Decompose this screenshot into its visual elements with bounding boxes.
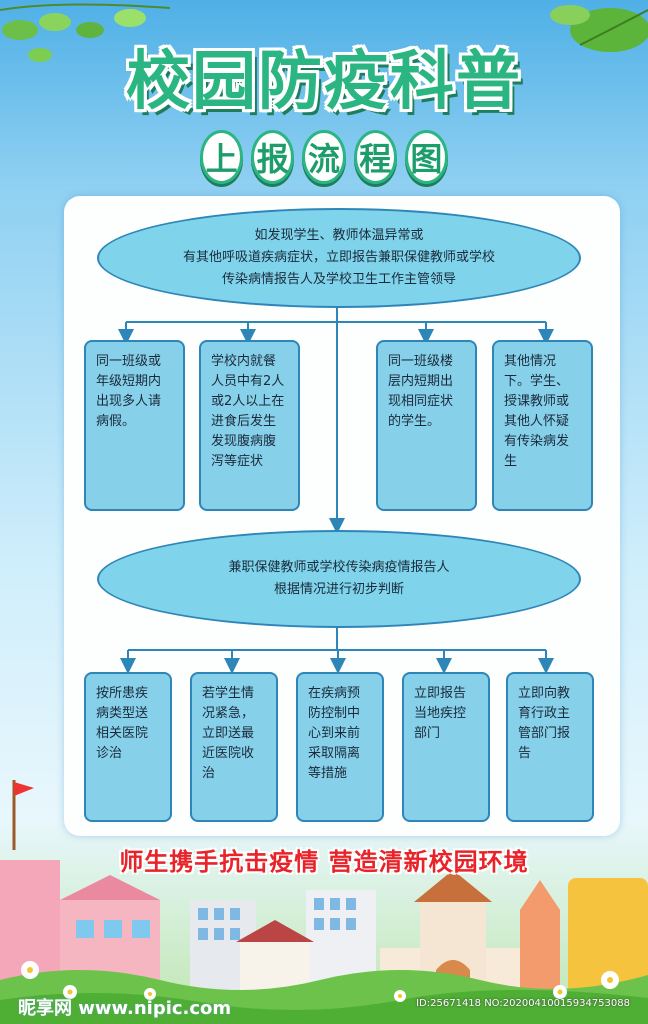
action-box: 立即向教育行政主管部门报告 <box>506 672 594 822</box>
poster-title: 校园防疫科普 <box>126 45 522 119</box>
subtitle-char: 上 <box>200 130 244 184</box>
action-box: 在疾病预防控制中心到来前采取隔离等措施 <box>296 672 384 822</box>
subtitle-char: 报 <box>251 130 295 184</box>
condition-box: 学校内就餐人员中有2人或2人以上在进食后发生发现腹病腹泻等症状 <box>199 340 300 511</box>
action-text: 立即向教育行政主管部门报告 <box>518 686 571 761</box>
condition-box: 同一班级楼层内短期出现相同症状的学生。 <box>376 340 477 511</box>
site-watermark: 昵享网 www.nipic.com <box>18 998 232 1019</box>
leaf-decoration-right-icon <box>550 5 648 52</box>
subtitle-char: 流 <box>302 130 346 184</box>
action-box: 立即报告当地疾控部门 <box>402 672 490 822</box>
subtitle-char: 程 <box>353 130 397 184</box>
condition-text: 学校内就餐人员中有2人或2人以上在进食后发生发现腹病腹泻等症状 <box>211 354 285 469</box>
condition-text: 同一班级楼层内短期出现相同症状的学生。 <box>388 354 454 429</box>
leaf-decoration-left-icon <box>0 3 171 62</box>
step-line: 如发现学生、教师体温异常或 <box>254 228 424 243</box>
flow-step-judgement: 兼职保健教师或学校传染病疫情报告人 根据情况进行初步判断 <box>97 530 581 628</box>
condition-text: 同一班级或年级短期内出现多人请病假。 <box>96 354 162 429</box>
condition-text: 其他情况下。学生、授课教师或其他人怀疑有传染病发生 <box>504 354 570 469</box>
condition-box: 其他情况下。学生、授课教师或其他人怀疑有传染病发生 <box>492 340 593 511</box>
step-line: 传染病情报告人及学校卫生工作主管领导 <box>221 272 456 287</box>
action-box: 按所患疾病类型送相关医院诊治 <box>84 672 172 822</box>
subtitle-char: 图 <box>404 130 449 184</box>
condition-box: 同一班级或年级短期内出现多人请病假。 <box>84 340 185 511</box>
campus-illustration-icon <box>0 780 648 1024</box>
poster-slogan: 师生携手抗击疫情 营造清新校园环境 <box>119 848 529 876</box>
action-box: 若学生情况紧急，立即送最近医院收治 <box>190 672 278 822</box>
action-text: 按所患疾病类型送相关医院诊治 <box>96 686 149 761</box>
step-line: 根据情况进行初步判断 <box>273 582 404 597</box>
action-text: 在疾病预防控制中心到来前采取隔离等措施 <box>308 686 361 781</box>
action-text: 若学生情况紧急，立即送最近医院收治 <box>202 686 255 781</box>
step-line: 兼职保健教师或学校传染病疫情报告人 <box>228 560 450 575</box>
action-text: 立即报告当地疾控部门 <box>414 686 467 741</box>
poster-subtitle: 上 报 流 程 图 <box>200 130 449 186</box>
step-line: 有其他呼吸道疾病症状，立即报告兼职保健教师或学校 <box>182 250 495 265</box>
image-id-watermark: ID:25671418 NO:20200410015934753088 <box>416 998 630 1009</box>
flow-step-report: 如发现学生、教师体温异常或 有其他呼吸道疾病症状，立即报告兼职保健教师或学校 传… <box>97 208 581 308</box>
